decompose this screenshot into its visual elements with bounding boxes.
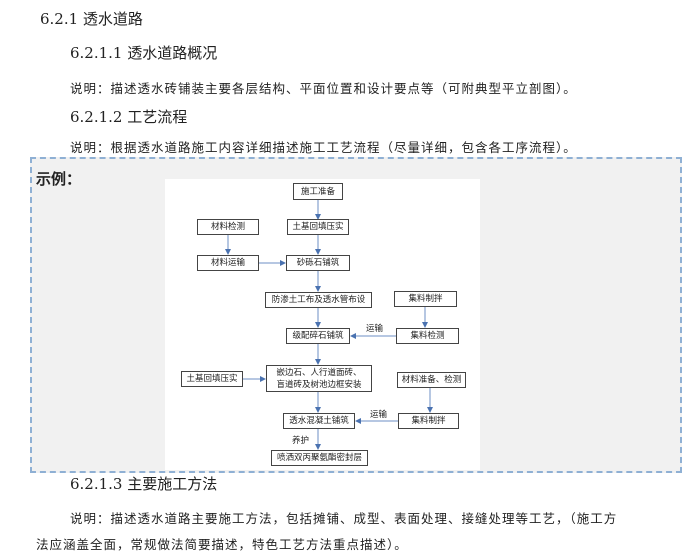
example-label: 示例：: [36, 170, 82, 188]
subsection-heading-overview: 6.2.1.1 透水道路概况: [70, 44, 218, 62]
flow-step: 材料运输: [197, 255, 259, 271]
flow-step: 土基回填压实: [181, 371, 243, 387]
flow-label: 运输: [366, 324, 384, 334]
flow-step: 级配碎石铺筑: [286, 328, 350, 344]
section-heading: 6.2.1 透水道路: [40, 10, 143, 28]
flow-step: 材料准备、检测: [397, 372, 466, 388]
subsection-heading-methods: 6.2.1.3 主要施工方法: [70, 475, 218, 493]
flow-step: 材料检测: [197, 219, 259, 235]
flow-label: 养护: [292, 436, 310, 446]
flow-step: 土基回填压实: [287, 219, 349, 235]
paragraph-overview: 说明：描述透水砖铺装主要各层结构、平面位置和设计要点等（可附典型平立剖图）。: [70, 81, 577, 96]
paragraph-process: 说明：根据透水道路施工内容详细描述施工工艺流程（尽量详细，包含各工序流程）。: [70, 140, 577, 155]
subsection-heading-process: 6.2.1.2 工艺流程: [70, 108, 188, 126]
paragraph-methods-line1: 说明：描述透水道路主要施工方法，包括摊铺、成型、表面处理、接缝处理等工艺，（施工…: [70, 511, 618, 526]
flow-step: 透水混凝土铺筑: [283, 413, 355, 429]
flow-step: 喷洒双丙聚氨酯密封层: [271, 450, 368, 466]
flow-step: 集料制拌: [394, 291, 457, 307]
flow-step: 集料制拌: [398, 413, 459, 429]
flow-step: 施工准备: [293, 183, 343, 200]
paragraph-methods-line2: 法应涵盖全面，常规做法简要描述，特色工艺方法重点描述）。: [36, 537, 408, 552]
flow-step: 防渗土工布及透水管布设: [265, 292, 372, 308]
flow-step: 集料检测: [396, 328, 459, 344]
flow-label: 运输: [370, 410, 388, 420]
flow-step: 嵌边石、人行道面砖、盲道砖及树池边框安装: [266, 365, 372, 392]
flow-step: 砂砾石铺筑: [286, 255, 350, 271]
